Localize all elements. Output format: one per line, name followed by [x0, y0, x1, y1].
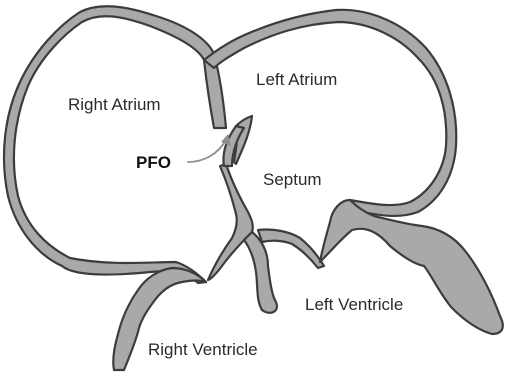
left-atrium-wall: [204, 10, 456, 216]
right-ventricle-label: Right Ventricle: [148, 341, 258, 358]
pfo-label: PFO: [136, 154, 171, 171]
pfo-arrow: [188, 140, 226, 162]
left-atrium-label: Left Atrium: [256, 71, 337, 88]
right-atrium-label: Right Atrium: [68, 96, 161, 113]
septum-wall: [208, 164, 253, 280]
left-ventricle-label: Left Ventricle: [305, 296, 403, 313]
right-atrium-wall: [4, 6, 226, 283]
septum-label: Septum: [263, 171, 322, 188]
septum-branch-right: [244, 232, 277, 313]
